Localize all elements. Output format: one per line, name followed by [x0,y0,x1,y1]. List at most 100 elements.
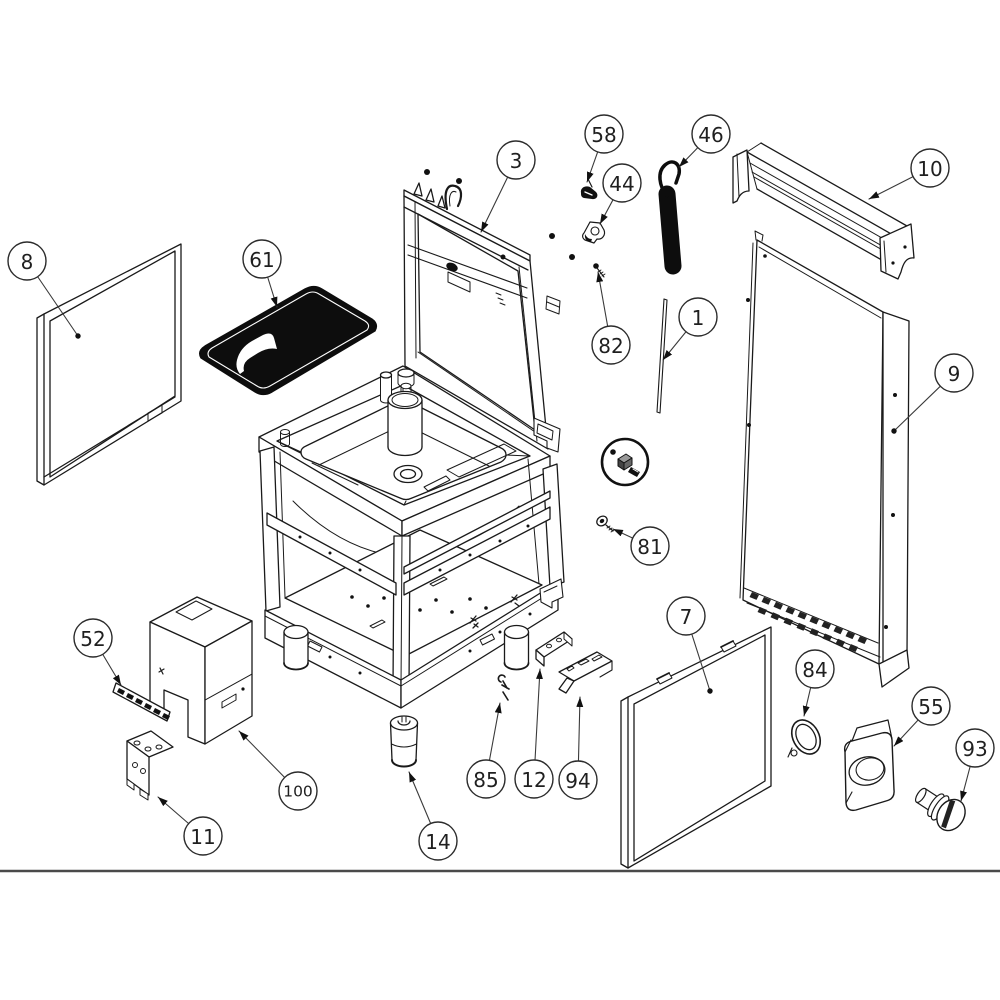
callout-label-1: 1 [692,306,705,330]
callout-circle-44 [602,163,642,203]
callout-label-93: 93 [962,737,987,761]
part-10-top-rail [732,142,915,280]
callout-label-11: 11 [190,825,215,849]
callout-100: 100 [238,730,318,811]
part-44-bracket-clip [582,221,606,244]
part-12-angle-bracket [535,631,573,667]
callout-circle-1 [678,297,718,337]
callout-circle-7 [666,596,706,636]
part-58-clip [580,178,598,200]
callout-leader-14 [408,771,431,824]
callout-label-12: 12 [521,768,546,792]
part-55-block [843,719,895,812]
callout-circle-93 [955,728,995,768]
callout-55: 55 [893,686,951,747]
callout-46: 46 [678,114,731,168]
callout-leader-46 [678,147,698,168]
callout-81: 81 [612,526,670,566]
callout-leader-52 [102,654,122,686]
callout-leader-82 [596,271,609,327]
callout-82: 82 [591,271,631,365]
callout-11: 11 [157,796,223,856]
callout-93: 93 [955,728,995,802]
callout-label-10: 10 [917,157,942,181]
part-93-plug-screw [914,787,966,832]
callout-circle-10 [910,148,950,188]
callout-label-85: 85 [473,768,498,792]
callout-58: 58 [584,114,624,183]
callout-85: 85 [466,702,506,799]
part-52-serrated-strip [112,682,171,722]
part-84-retaining-ring [787,719,822,758]
callout-circle-58 [584,114,624,154]
callout-10: 10 [868,148,950,200]
callout-circle-9 [934,353,974,393]
callout-leader-3 [480,176,509,233]
callout-leader-81 [612,528,633,539]
part-7-lower-panel [620,626,772,869]
callout-circle-46 [691,114,731,154]
callout-circle-14 [418,821,458,861]
callout-leader-55 [893,719,919,747]
callout-label-3: 3 [510,149,523,173]
callout-circle-85 [466,759,506,799]
callout-14: 14 [408,771,458,861]
callout-circle-55 [911,686,951,726]
callout-leader-44 [599,199,614,225]
callout-leader-11 [157,796,189,824]
callout-circle-12 [514,759,554,799]
callout-1: 1 [662,297,718,361]
part-14-foot [389,715,419,768]
callout-84: 84 [795,649,835,717]
callout-61: 61 [242,239,282,308]
callout-3: 3 [480,140,536,233]
callout-leader-100 [238,730,285,778]
callout-leader-84 [802,687,812,717]
part-61-cover-plate [199,285,378,396]
callout-leader-12 [534,668,543,761]
callout-leader-85 [488,702,502,761]
callout-leader-58 [586,151,599,183]
part-3-lid [403,182,561,453]
callout-label-52: 52 [80,627,105,651]
callout-leader-7 [691,634,713,694]
callout-52: 52 [73,618,122,686]
callout-circle-100 [278,771,318,811]
callout-leader-10 [868,176,914,200]
fastener-detail-bubble [600,437,650,487]
callout-circle-81 [630,526,670,566]
part-11-mounting-bracket [126,730,174,801]
callout-circle-52 [73,618,113,658]
callout-8: 8 [7,241,81,339]
callout-circle-8 [7,241,47,281]
part-100-bracket-housing [149,596,253,745]
part-8-side-panel [36,243,182,486]
callout-leader-1 [662,331,687,361]
part-46-spring [658,160,682,275]
callout-leader-93 [960,766,971,802]
callout-label-61: 61 [249,248,274,272]
callout-label-9: 9 [948,362,961,386]
part-85-cotter-pin [497,674,510,701]
callout-circle-3 [496,140,536,180]
callout-label-94: 94 [565,769,590,793]
callout-label-44: 44 [609,172,634,196]
callout-label-81: 81 [637,535,662,559]
callout-label-84: 84 [802,658,827,682]
part-82-screw [593,263,606,278]
callout-94: 94 [558,696,598,800]
callout-label-55: 55 [918,695,943,719]
callout-leader-8 [37,276,81,339]
callout-circle-94 [558,760,598,800]
cabinet-frame [258,365,565,709]
callout-leader-94 [576,696,584,762]
callout-9: 9 [891,353,974,434]
callout-circle-61 [242,239,282,279]
part-1-rod [656,298,668,414]
part-81-screw [596,515,615,533]
callout-label-7: 7 [680,605,693,629]
callout-leader-9 [891,386,941,434]
